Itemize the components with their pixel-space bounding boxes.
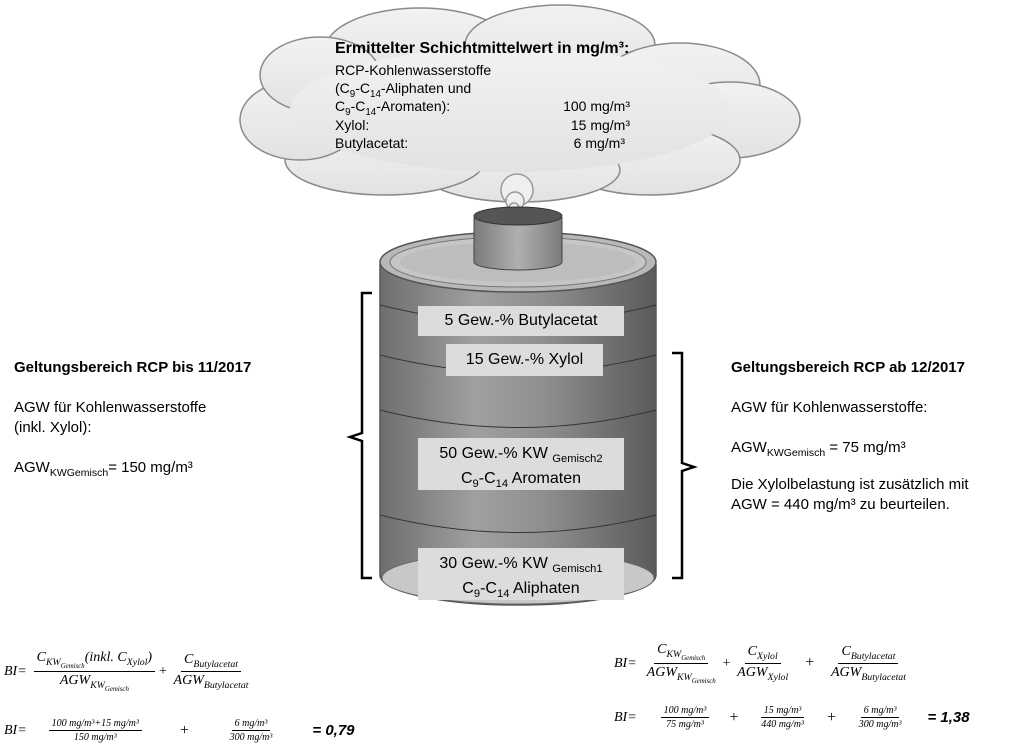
formula-left-symbolic: BI= CKWGemisch(inkl. CXylol) AGWKWGemisc… [4, 650, 249, 693]
right-line1: AGW für Kohlenwasserstoffe: [731, 399, 928, 416]
left-bracket [346, 291, 372, 580]
barrel [379, 206, 657, 606]
cloud-line-rcp: RCP-Kohlenwasserstoffe [335, 62, 492, 78]
left-heading: Geltungsbereich RCP bis 11/2017 [14, 359, 252, 376]
cloud-line-aliphaten: (C9-C14-Aliphaten und [335, 80, 472, 100]
right-line4: AGW = 440 mg/m³ zu beurteilen. [731, 496, 950, 513]
left-line2: (inkl. Xylol): [14, 419, 92, 436]
left-agw: AGWKWGemisch= 150 mg/m³ [14, 459, 193, 479]
left-line1: AGW für Kohlenwasserstoffe [14, 399, 207, 416]
thought-cloud [239, 4, 801, 203]
cloud-row-butylacetat: Butylacetat: 6 mg/m³ [335, 135, 625, 151]
result-right: = 1,38 [927, 709, 970, 726]
formula-right-values: BI= 100 mg/m³ 75 mg/m³ + 15 mg/m³ 440 mg… [614, 705, 970, 730]
cloud-row-xylol: Xylol: 15 mg/m³ [335, 117, 630, 133]
cloud-title: Ermittelter Schichtmittelwert in mg/m³: [335, 40, 630, 57]
result-left: = 0,79 [312, 722, 355, 739]
cloud-row-aromaten: C9-C14-Aromaten): 100 mg/m³ [335, 98, 630, 118]
layer-xylol: 15 Gew.-% Xylol [446, 344, 603, 376]
cloud-value-xylol: 15 mg/m³ [570, 117, 630, 133]
right-bracket [672, 351, 698, 580]
right-line3: Die Xylolbelastung ist zusätzlich mit [731, 476, 969, 493]
formula-left-values: BI= 100 mg/m³+15 mg/m³ 150 mg/m³ + 6 mg/… [4, 718, 355, 743]
right-panel: Geltungsbereich RCP ab 12/2017 AGW für K… [731, 358, 1021, 515]
right-heading: Geltungsbereich RCP ab 12/2017 [731, 359, 965, 376]
formula-right-symbolic: BI= CKWGemisch AGWKWGemisch + CXylol AGW… [614, 642, 906, 685]
thought-bubbles [500, 173, 534, 214]
layer-butylacetat: 5 Gew.-% Butylacetat [418, 306, 624, 336]
layer-aromaten: 50 Gew.-% KW Gemisch2 C9-C14 Aromaten [418, 438, 624, 490]
right-agw: AGWKWGemisch = 75 mg/m³ [731, 439, 906, 459]
cloud-value-butylacetat: 6 mg/m³ [573, 135, 625, 151]
layer-aliphaten: 30 Gew.-% KW Gemisch1 C9-C14 Aliphaten [418, 548, 624, 600]
cloud-value-kw: 100 mg/m³ [563, 98, 630, 114]
left-panel: Geltungsbereich RCP bis 11/2017 AGW für … [14, 358, 334, 483]
